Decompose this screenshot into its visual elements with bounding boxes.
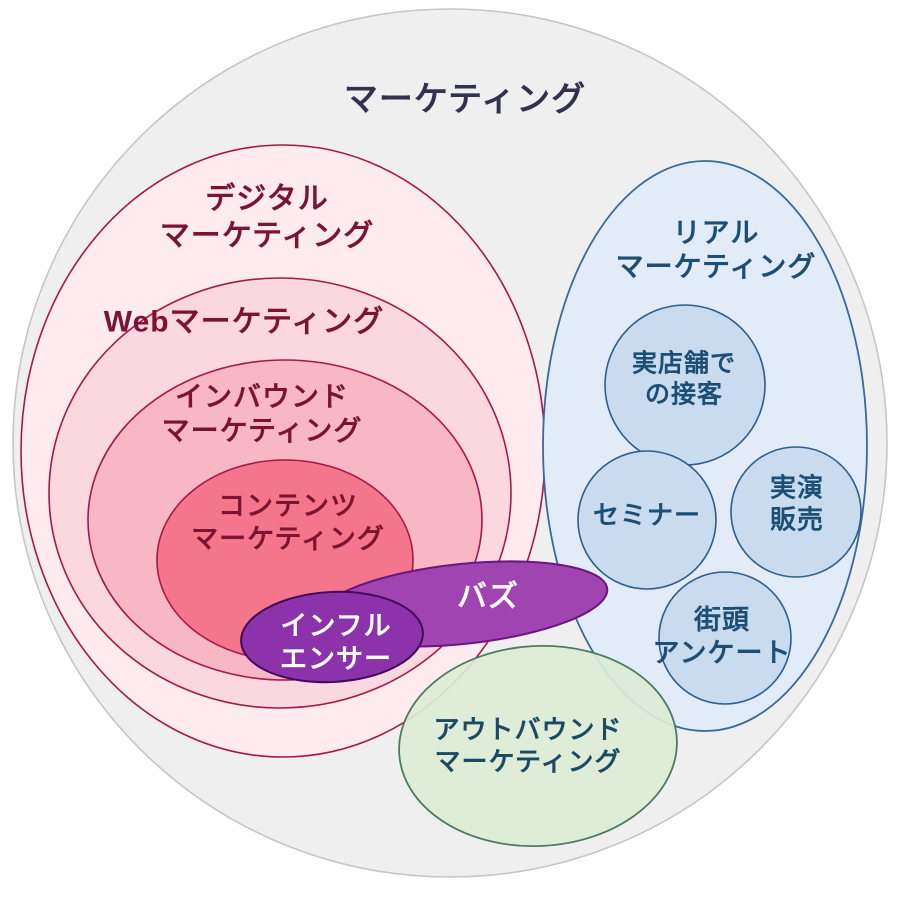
- street-survey-label: 街頭 アンケート: [653, 604, 792, 670]
- store-service-label-line1: 実店舗で: [631, 349, 737, 378]
- street-survey-border: [658, 571, 792, 705]
- buzz-label: バズ: [457, 580, 519, 614]
- street-survey-label-line1: 街頭: [693, 605, 750, 636]
- digital-marketing-label: デジタル マーケティング: [160, 181, 375, 254]
- digital-marketing-label-line1: デジタル: [205, 182, 329, 216]
- real-marketing-label-line2: マーケティング: [615, 251, 817, 282]
- outbound-marketing-label-line2: マーケティング: [434, 746, 622, 776]
- demo-sales-label: 実演 販売: [770, 472, 824, 535]
- influencer-label-line1: インフル: [280, 611, 392, 642]
- influencer-label-line2: エンサー: [280, 644, 392, 674]
- digital-marketing-label-line2: マーケティング: [159, 219, 375, 252]
- real-marketing-border: [542, 160, 868, 732]
- demo-sales-circle: [731, 447, 861, 577]
- influencer-ellipse: [241, 591, 423, 683]
- outbound-marketing-ellipse: [399, 645, 677, 847]
- web-marketing-label: Webマーケティング: [103, 305, 385, 339]
- inbound-marketing-border: [87, 359, 483, 681]
- demo-sales-border: [730, 446, 862, 578]
- demo-sales-label-line1: 実演: [769, 472, 825, 503]
- street-survey-label-line2: アンケート: [652, 638, 792, 668]
- outbound-marketing-label-line1: アウトバウンド: [433, 714, 623, 745]
- content-marketing-label: コンテンツ マーケティング: [191, 490, 385, 556]
- seminar-border: [577, 450, 717, 590]
- store-service-circle: [605, 305, 765, 465]
- inbound-marketing-label-line2: マーケティング: [161, 415, 363, 446]
- store-service-label: 実店舗で の接客: [632, 349, 736, 410]
- demo-sales-label-line2: 販売: [769, 504, 825, 534]
- web-marketing-border: [48, 277, 512, 709]
- inbound-marketing-label: インバウンド マーケティング: [162, 380, 363, 448]
- real-marketing-label: リアル マーケティング: [616, 216, 817, 284]
- marketing-label: マーケティング: [343, 80, 587, 119]
- outbound-marketing-label: アウトバウンド マーケティング: [433, 714, 622, 777]
- influencer-border: [240, 590, 424, 684]
- inbound-marketing-label-line1: インバウンド: [174, 380, 350, 412]
- content-marketing-label-line1: コンテンツ: [218, 491, 358, 522]
- outbound-marketing-border: [398, 644, 678, 848]
- seminar-circle: [578, 451, 716, 589]
- real-marketing-label-line1: リアル: [672, 216, 760, 248]
- seminar-label: セミナー: [592, 500, 702, 531]
- street-survey-circle: [659, 572, 791, 704]
- influencer-label: インフル エンサー: [280, 610, 392, 676]
- store-service-label-line2: の接客: [644, 380, 724, 408]
- content-marketing-label-line2: マーケティング: [191, 524, 385, 554]
- marketing-circle-border: [12, 8, 888, 878]
